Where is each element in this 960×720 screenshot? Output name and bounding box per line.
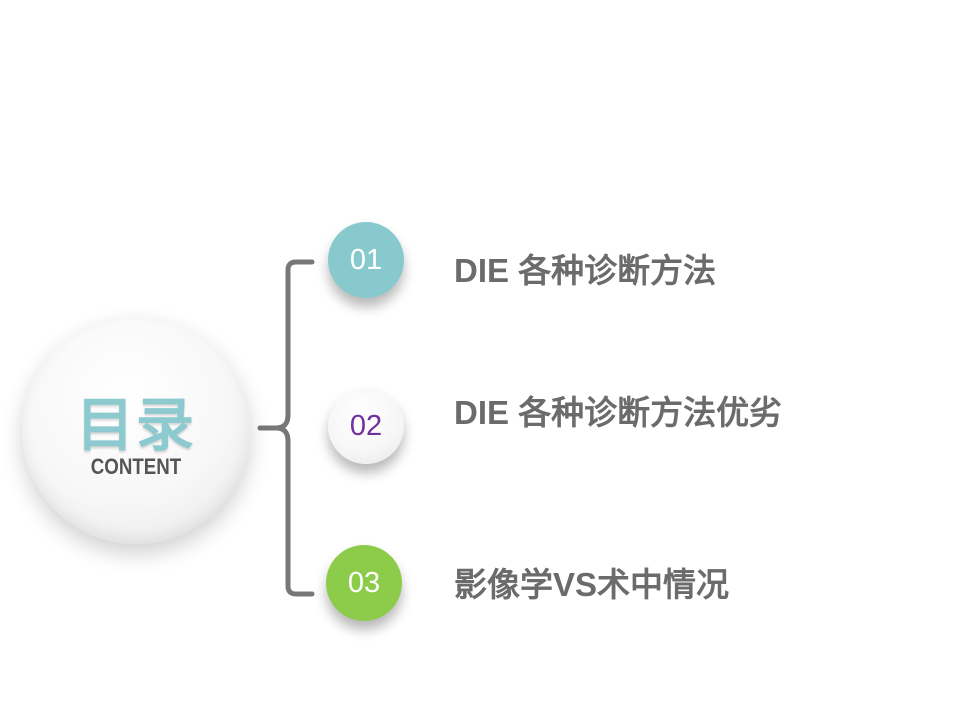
item-2-label[interactable]: DIE 各种诊断方法优劣 <box>454 394 783 431</box>
toc-title: 目录 <box>75 393 196 458</box>
item-3-label[interactable]: 影像学VS术中情况 <box>454 566 730 603</box>
toc-subtitle: CONTENT <box>90 454 182 479</box>
item-2-number: 02 <box>328 388 404 464</box>
item-3-number: 03 <box>326 545 402 621</box>
item-1-label[interactable]: DIE 各种诊断方法 <box>454 252 717 289</box>
toc-circle: 目录 CONTENT <box>22 316 250 544</box>
item-1-number: 01 <box>328 222 404 298</box>
